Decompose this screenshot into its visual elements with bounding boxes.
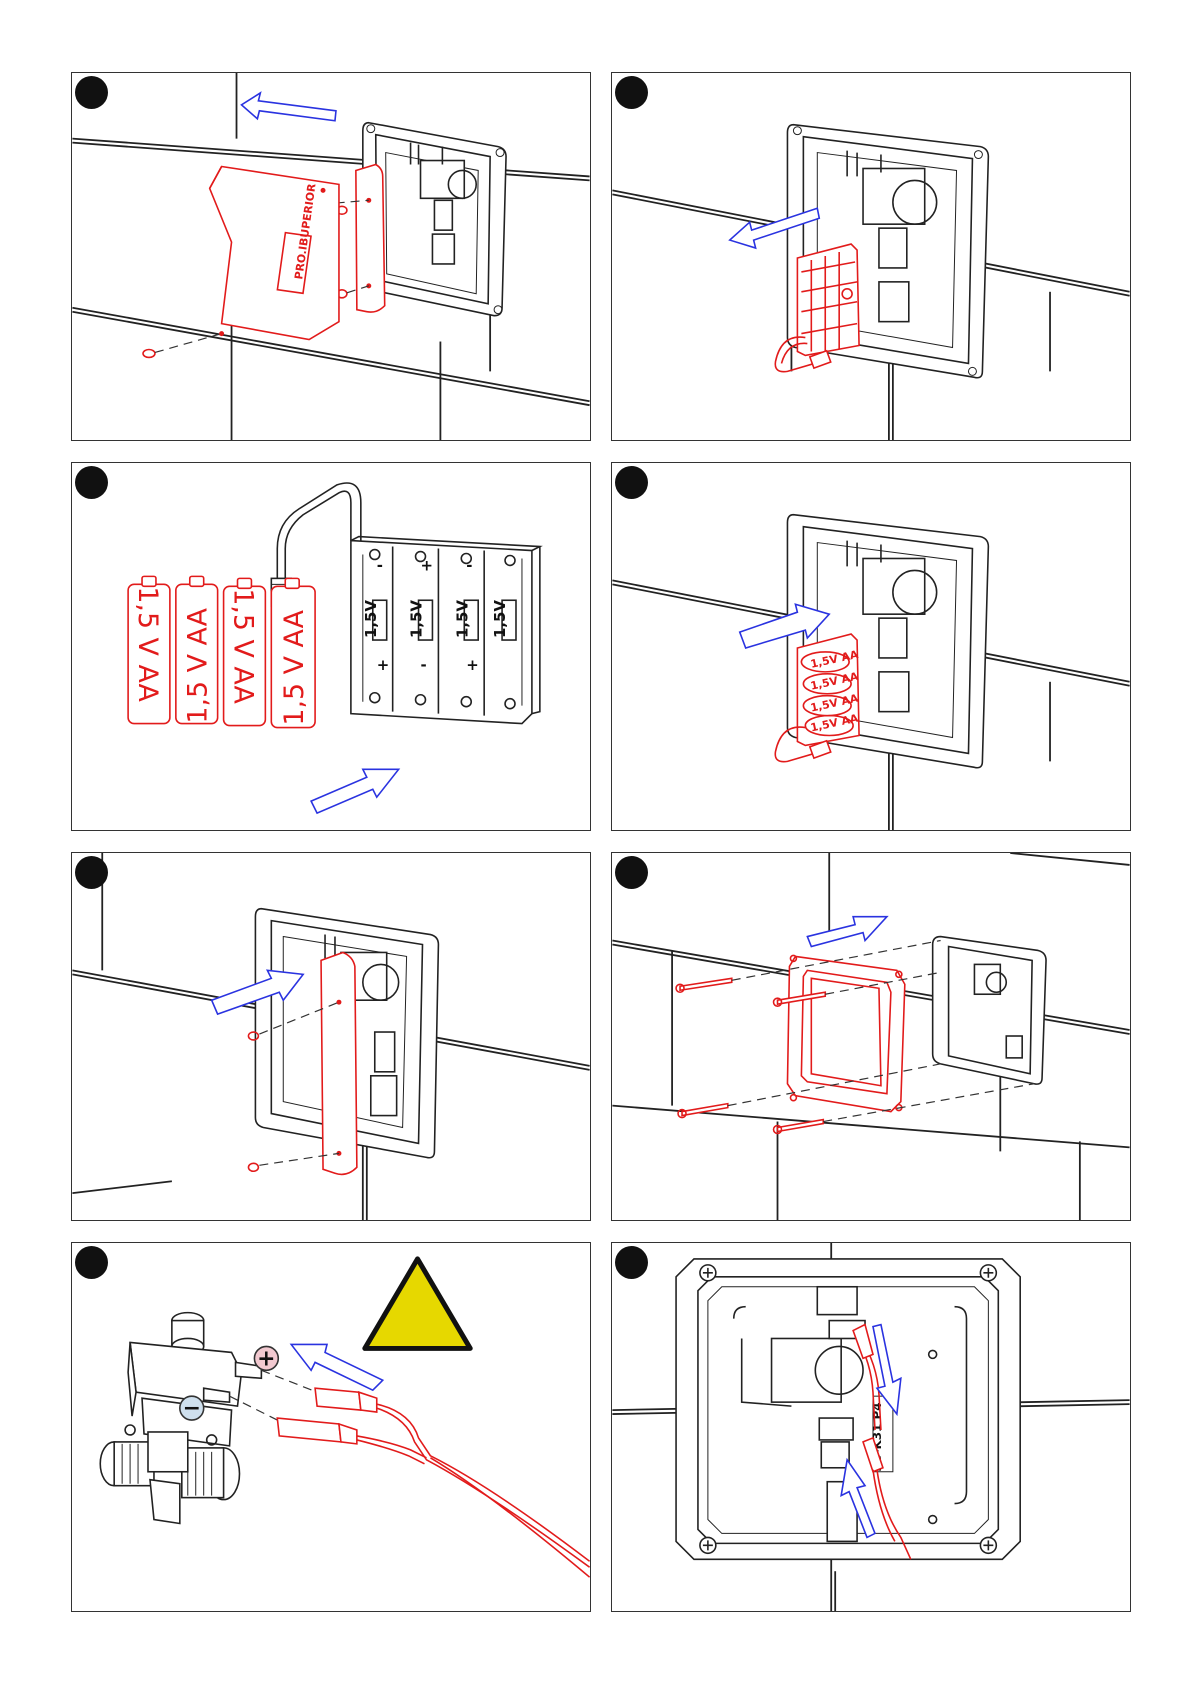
step-number-marker [75, 76, 108, 109]
step-number-marker [75, 856, 108, 889]
step-panel-6 [611, 852, 1131, 1221]
holder-slot-label-4: 1,5V [491, 600, 509, 638]
direction-arrow [241, 93, 335, 121]
step-panel-5 [71, 852, 591, 1221]
step-number-marker [615, 1246, 648, 1279]
solenoid-connection-illustration: + − [72, 1243, 590, 1611]
outer-cover-plate: PRO.IBUPERIOR [210, 166, 339, 339]
battery-cable [285, 491, 351, 580]
solenoid-valve [100, 1313, 261, 1524]
minus-terminal-icon: − [180, 1396, 204, 1421]
step-panel-7: + − [71, 1242, 591, 1612]
step-panel-3: 1,5V 1,5V 1,5V 1,5V - + - + - + 1,5 V AA [71, 462, 591, 831]
battery-2: 1,5 V AA [176, 576, 218, 723]
holder-slot-label-1: 1,5V [362, 600, 380, 638]
plus-terminal-icon: + [254, 1346, 278, 1371]
inner-cover-refit-illustration [72, 853, 590, 1220]
plus-symbol: + [257, 1346, 275, 1371]
holder-slot-label-2: 1,5V [408, 600, 426, 638]
holder-slot-label-3: 1,5V [453, 600, 471, 638]
battery-label-4: 1,5 V AA [279, 609, 310, 725]
aa-batteries: 1,5 V AA 1,5 V AA 1,5 V AA 1,5 V AA [128, 576, 315, 727]
step-panel-4: 1,5V AA 1,5V AA 1,5V AA 1,5V AA [611, 462, 1131, 831]
minus-symbol: − [183, 1396, 201, 1421]
battery-3: 1,5 V AA [224, 578, 266, 725]
holder-polarity-6: + [466, 656, 479, 674]
holder-polarity-5: - [421, 656, 427, 674]
red-frame [787, 955, 904, 1111]
warning-triangle-icon [365, 1259, 470, 1349]
battery-4: 1,5 V AA [271, 578, 315, 727]
red-connectors [277, 1388, 589, 1577]
holder-polarity-2: + [421, 556, 433, 574]
mounting-box [933, 937, 1046, 1085]
holder-polarity-4: + [377, 656, 390, 674]
direction-arrow [291, 1344, 383, 1390]
inner-cover [356, 165, 385, 313]
battery-reinsertion-illustration: 1,5V AA 1,5V AA 1,5V AA 1,5V AA [612, 463, 1130, 830]
step-panel-8: PS-K31 P4 [611, 1242, 1131, 1612]
direction-arrow [311, 769, 399, 813]
battery-insertion-illustration: 1,5V 1,5V 1,5V 1,5V - + - + - + 1,5 V AA [72, 463, 590, 830]
cover-removal-illustration: PRO.IBUPERIOR [72, 73, 590, 440]
step-number-marker [615, 466, 648, 499]
battery-removal-illustration [612, 73, 1130, 440]
step-number-marker [615, 76, 648, 109]
frame-mounting-illustration [612, 853, 1130, 1220]
mounting-box-front: PS-K31 P4 [676, 1259, 1020, 1559]
battery-1: 1,5 V AA [128, 576, 170, 723]
step-panel-2 [611, 72, 1131, 441]
step-number-marker [615, 856, 648, 889]
inner-cover [321, 952, 357, 1174]
step-number-marker [75, 466, 108, 499]
battery-label-1: 1,5 V AA [132, 586, 163, 702]
wire-routing-illustration: PS-K31 P4 [612, 1243, 1130, 1611]
battery-holder: 1,5V 1,5V 1,5V 1,5V - + - + - + [351, 537, 540, 724]
step-number-marker [75, 1246, 108, 1279]
battery-label-2: 1,5 V AA [183, 607, 214, 723]
battery-label-3: 1,5 V AA [228, 588, 259, 704]
direction-arrow [807, 917, 887, 947]
step-panel-1: PRO.IBUPERIOR [71, 72, 591, 441]
